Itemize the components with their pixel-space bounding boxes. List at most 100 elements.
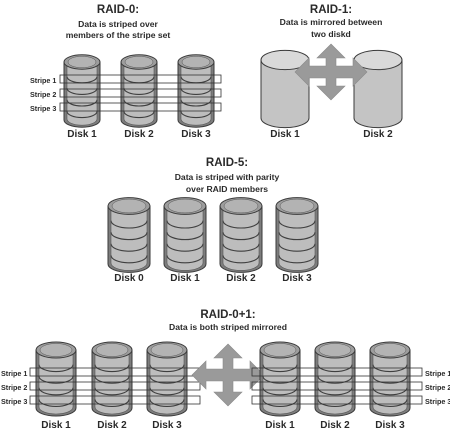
raid1-mirror-arrow-icon bbox=[294, 43, 368, 101]
raid5-title: RAID-5: bbox=[206, 157, 248, 169]
raid01-right-disks-disk-2-top-inner bbox=[318, 343, 352, 357]
raid01-right-disks-disk-1-platter-4 bbox=[262, 399, 298, 407]
raid0-disks-disk-2 bbox=[120, 54, 158, 128]
raid01-right-disks-disk-1-platter-3 bbox=[262, 387, 298, 396]
raid01-right-disks-disk-3-platter-1 bbox=[372, 364, 408, 373]
raid0-title: RAID-0: bbox=[97, 4, 139, 16]
raid01-left-disks-disk-3-top-inner bbox=[150, 343, 184, 357]
raid01-right-disks-disk-1-platter-1 bbox=[262, 364, 298, 373]
raid01-left-stripe-bands-band-3 bbox=[29, 395, 201, 405]
raid01-right-disks-disk-3-platter-2 bbox=[372, 376, 408, 384]
raid5-disks-disk-3-platter-3 bbox=[222, 243, 260, 252]
raid1-disks-disk-1-body bbox=[260, 59, 310, 129]
raid1-section: RAID-1: Data is mirrored between two dis… bbox=[260, 4, 403, 140]
raid01-right-disk-label-1: Disk 1 bbox=[265, 420, 295, 431]
raid5-disks-disk-2-platter-1 bbox=[166, 220, 204, 229]
raid01-right-stripe-bands-band-3 bbox=[251, 395, 423, 405]
raid0-section: RAID-0: Data is striped over members of … bbox=[30, 4, 222, 140]
raid01-section: RAID-0+1: Data is both striped mirrored … bbox=[1, 309, 450, 431]
raid01-right-disks-disk-1-top-inner bbox=[263, 343, 297, 357]
raid0-disks-disk-1-top-inner bbox=[67, 56, 97, 68]
raid5-disks-disk-2-platter-3 bbox=[166, 243, 204, 252]
raid01-left-disks-disk-2-platter-1 bbox=[94, 364, 130, 373]
raid01-left-disks-disk-1-platter-4 bbox=[38, 399, 74, 407]
raid01-left-disks-disk-2-platter-2 bbox=[94, 376, 130, 384]
raid0-stripe-label-1: Stripe 1 bbox=[30, 76, 56, 85]
raid5-disk-label-3: Disk 3 bbox=[282, 273, 312, 284]
raid0-disk-label-2: Disk 2 bbox=[124, 129, 154, 140]
raid5-disks-disk-3-platter-1 bbox=[222, 220, 260, 229]
raid5-disks-disk-2-platter-2 bbox=[166, 232, 204, 241]
raid01-right-stripe-bands bbox=[251, 367, 423, 405]
raid01-left-disks-disk-1-platter-1 bbox=[38, 364, 74, 373]
raid01-left-stripe-label-3: Stripe 3 bbox=[1, 397, 27, 406]
raid0-disks-disk-1 bbox=[63, 54, 101, 128]
raid01-left-disks-disk-1-platter-3 bbox=[38, 387, 74, 396]
raid01-right-disks-disk-2-platter-4 bbox=[317, 399, 353, 407]
raid01-left-disk-label-2: Disk 2 bbox=[97, 420, 127, 431]
raid01-left-disks-disk-2 bbox=[91, 341, 133, 417]
raid01-right-stripe-label-3: Stripe 3 bbox=[425, 397, 450, 406]
raid5-disks-disk-4-platter-1 bbox=[278, 220, 316, 229]
raid0-stripe-bands bbox=[59, 74, 222, 112]
raid01-left-disk-label-3: Disk 3 bbox=[152, 420, 182, 431]
raid01-left-disks-disk-3-platter-4 bbox=[149, 399, 185, 407]
raid01-left-stripe-bands-band-2 bbox=[29, 381, 201, 391]
raid0-stripe-label-3: Stripe 3 bbox=[30, 104, 56, 113]
raid01-left-disks-disk-3-platter-3 bbox=[149, 387, 185, 396]
raid0-disks-disk-3-top-inner bbox=[181, 56, 211, 68]
raid5-disks-disk-1-top-inner bbox=[111, 198, 147, 214]
raid5-disk-label-0: Disk 0 bbox=[114, 273, 144, 284]
raid1-disks-disk-2 bbox=[353, 49, 403, 129]
raid5-disks-disk-3-platter-2 bbox=[222, 232, 260, 241]
raid0-disk-label-3: Disk 3 bbox=[181, 129, 211, 140]
raid01-left-disks-disk-2-platter-3 bbox=[94, 387, 130, 396]
raid0-disks-disk-1-platter-2 bbox=[66, 88, 98, 95]
raid5-disks-disk-1-platter-2 bbox=[110, 232, 148, 241]
raid0-disks-disk-1-platter-4 bbox=[66, 111, 98, 119]
raid5-disks-disk-1-platter-4 bbox=[110, 255, 148, 264]
raid01-right-stripe-label-2: Stripe 2 bbox=[425, 383, 450, 392]
raid01-left-disks bbox=[35, 341, 188, 417]
raid01-left-disks-disk-3 bbox=[146, 341, 188, 417]
raid0-stripe-bands-band-1 bbox=[59, 74, 222, 84]
raid01-right-stripe-label-1: Stripe 1 bbox=[425, 369, 450, 378]
raid5-disks-disk-4-platter-4 bbox=[278, 255, 316, 264]
raid5-disks-disk-4-top-inner bbox=[279, 198, 315, 214]
raid1-desc-line1: Data is mirrored between bbox=[280, 17, 383, 27]
raid0-stripe-bands-band-2 bbox=[59, 88, 222, 98]
raid01-right-disks-disk-2-platter-1 bbox=[317, 364, 353, 373]
raid01-right-disk-label-2: Disk 2 bbox=[320, 420, 350, 431]
raid5-disks-disk-1-platter-1 bbox=[110, 220, 148, 229]
raid5-disks-disk-2-platter-4 bbox=[166, 255, 204, 264]
raid1-disks bbox=[260, 49, 403, 129]
raid01-left-disks-disk-3-platter-1 bbox=[149, 364, 185, 373]
raid0-disks-disk-3-platter-4 bbox=[180, 111, 212, 119]
raid0-desc-line2: members of the stripe set bbox=[66, 30, 171, 40]
raid1-title: RAID-1: bbox=[310, 4, 352, 16]
raid01-right-disks-disk-2 bbox=[314, 341, 356, 417]
raid5-disks-disk-3-top-inner bbox=[223, 198, 259, 214]
raid5-disks-disk-2-top-inner bbox=[167, 198, 203, 214]
raid01-right-stripe-bands-band-2 bbox=[251, 381, 423, 391]
raid5-disks-disk-3 bbox=[219, 197, 263, 273]
raid01-right-disks-disk-1-platter-2 bbox=[262, 376, 298, 384]
raid5-disks bbox=[107, 197, 319, 273]
raid0-disks-disk-2-top-inner bbox=[124, 56, 154, 68]
raid0-stripe-bands-band-3 bbox=[59, 102, 222, 112]
raid01-right-stripe-bands-band-1 bbox=[251, 367, 423, 377]
raid01-right-disks-disk-3 bbox=[369, 341, 411, 417]
raid01-right-disks-disk-3-platter-3 bbox=[372, 387, 408, 396]
raid01-right-disks-disk-3-platter-4 bbox=[372, 399, 408, 407]
raid0-disks-disk-3 bbox=[177, 54, 215, 128]
raid5-disks-disk-1 bbox=[107, 197, 151, 273]
raid5-desc-line1: Data is striped with parity bbox=[175, 172, 280, 182]
raid0-disks bbox=[63, 54, 215, 128]
raid01-right-disk-label-3: Disk 3 bbox=[375, 420, 405, 431]
raid01-title: RAID-0+1: bbox=[200, 309, 255, 321]
raid01-left-disks-disk-3-platter-2 bbox=[149, 376, 185, 384]
raid0-disks-disk-2-platter-3 bbox=[123, 99, 155, 107]
raid5-disks-disk-1-platter-3 bbox=[110, 243, 148, 252]
